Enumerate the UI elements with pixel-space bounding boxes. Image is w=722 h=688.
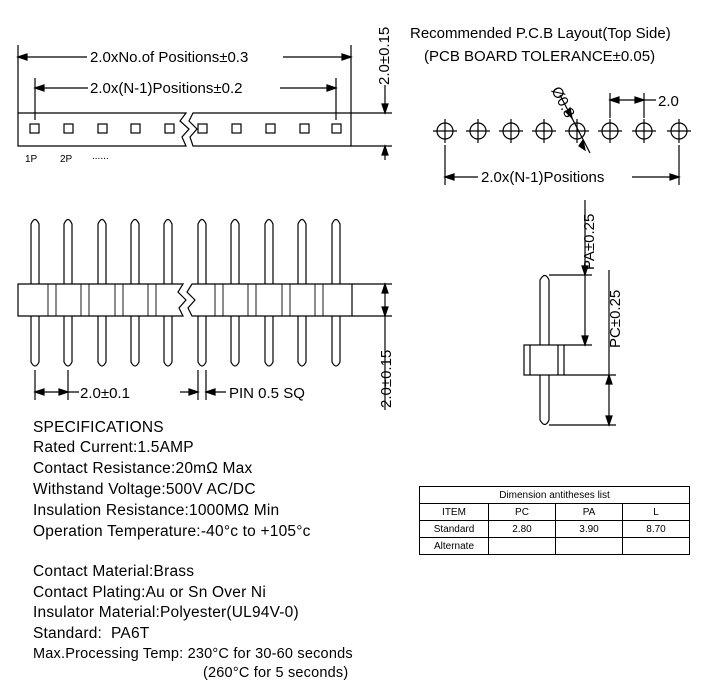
label-2p: 2P <box>60 154 73 165</box>
dim-top-height: 2.0±0.15 <box>376 27 393 85</box>
table-cell <box>488 537 556 555</box>
dim-front-height: 2.0±0.15 <box>378 350 395 408</box>
spec-max-processing-temp: Max.Processing Temp: 230°C for 30-60 sec… <box>33 646 353 662</box>
top-pins <box>29 123 342 134</box>
front-pins <box>30 218 341 367</box>
spec-rated-current: Rated Current:1.5AMP <box>33 439 194 456</box>
dim-pc: PC±0.25 <box>607 290 624 348</box>
spec-contact-resistance: Contact Resistance:20mΩ Max <box>33 460 253 477</box>
table-header-l: L <box>622 503 690 521</box>
front-view: 2.0±0.15 2.0±0.1 PIN 0.5 SQ <box>17 218 395 410</box>
table-header-pa: PA <box>555 503 623 521</box>
dim-front-pitch: 2.0±0.1 <box>80 385 130 402</box>
pcb-title: Recommended P.C.B Layout(Top Side) <box>410 25 671 42</box>
dimension-table: Dimension antitheses list ITEM PC PA L S… <box>419 486 690 555</box>
pcb-layout: Recommended P.C.B Layout(Top Side) (PCB … <box>410 25 691 186</box>
top-view: 2.0xNo.of Positions±0.3 2.0x(N-1)Positio… <box>16 27 393 165</box>
pcb-span: 2.0x(N-1)Positions <box>481 169 604 186</box>
table-row: Standard 2.80 3.90 8.70 <box>419 520 690 538</box>
table-cell: 3.90 <box>555 520 623 538</box>
spec-insulator-material: Insulator Material:Polyester(UL94V-0) <box>33 604 299 621</box>
table-cell <box>622 537 690 555</box>
spec-contact-material: Contact Material:Brass <box>33 563 195 580</box>
spec-withstand-voltage: Withstand Voltage:500V AC/DC <box>33 481 256 498</box>
table-header-item: ITEM <box>419 503 489 521</box>
spec-operation-temp: Operation Temperature:-40°c to +105°c <box>33 523 311 540</box>
pcb-pitch: 2.0 <box>658 93 679 110</box>
dim-pin-size: PIN 0.5 SQ <box>229 385 305 402</box>
table-cell: 2.80 <box>488 520 556 538</box>
spec-max-processing-temp-2: (260°C for 5 seconds) <box>203 665 349 681</box>
side-view: PA±0.25 PC±0.25 <box>523 200 624 427</box>
dim-total-length: 2.0xNo.of Positions±0.3 <box>90 49 248 66</box>
dim-pitch-span: 2.0x(N-1)Positions±0.2 <box>90 80 242 97</box>
pcb-hole-diameter: Ø0.8 <box>547 84 577 121</box>
pcb-holes <box>433 119 691 143</box>
label-dots: ...... <box>92 151 109 162</box>
spec-standard: Standard: PA6T <box>33 625 150 642</box>
table-cell <box>555 537 623 555</box>
table-cell: 8.70 <box>622 520 690 538</box>
dimension-table-title: Dimension antitheses list <box>419 486 690 504</box>
pcb-tolerance: (PCB BOARD TOLERANCE±0.05) <box>424 48 655 65</box>
spec-contact-plating: Contact Plating:Au or Sn Over Ni <box>33 584 266 601</box>
dim-pa: PA±0.25 <box>581 214 598 270</box>
spec-insulation-resistance: Insulation Resistance:1000MΩ Min <box>33 502 280 519</box>
label-1p: 1P <box>25 154 38 165</box>
table-header-pc: PC <box>488 503 556 521</box>
table-row: Alternate <box>419 537 690 555</box>
spec-heading: SPECIFICATIONS <box>33 419 164 436</box>
table-cell: Alternate <box>419 537 489 555</box>
table-cell: Standard <box>419 520 489 538</box>
